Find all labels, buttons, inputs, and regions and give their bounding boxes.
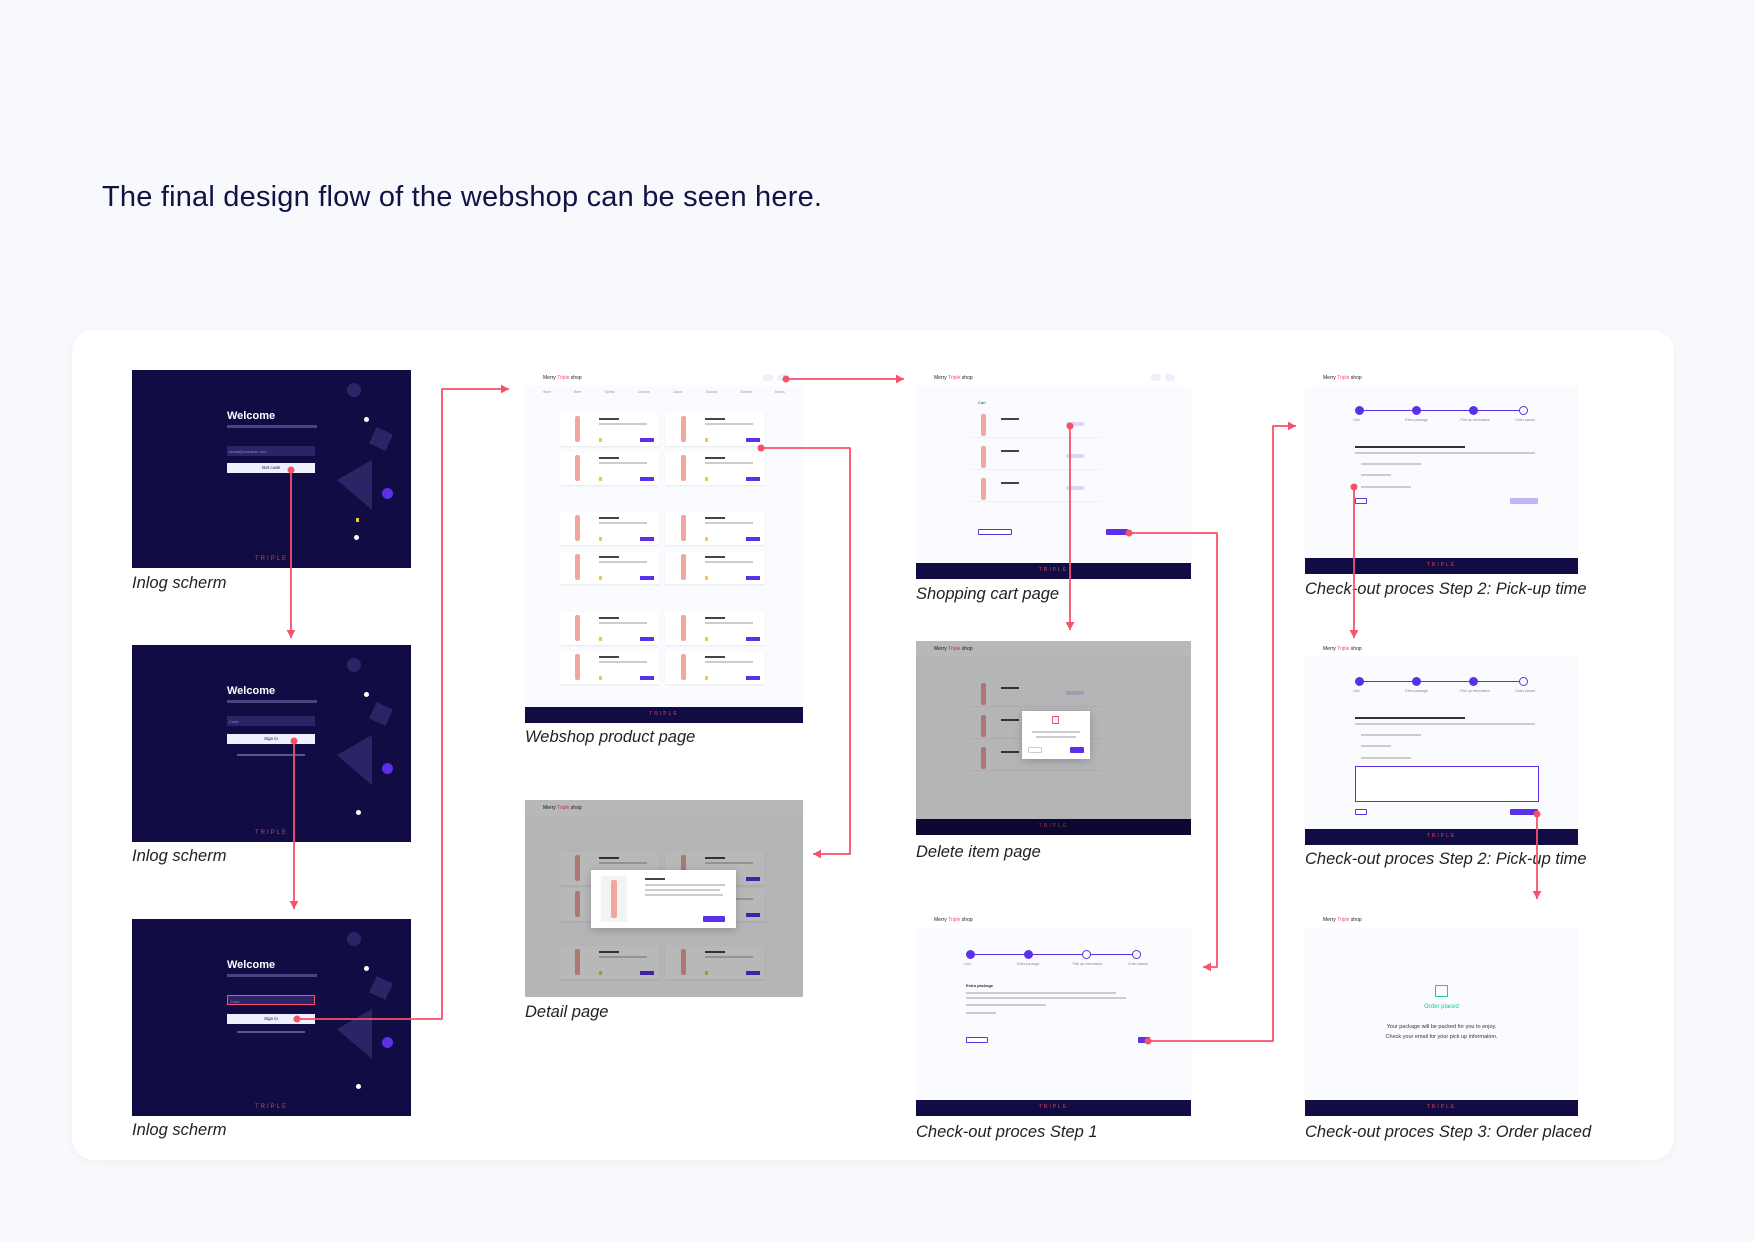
caption-step2b: Check-out proces Step 2: Pick-up time bbox=[1305, 850, 1587, 868]
sign-in-button[interactable]: Sign in bbox=[227, 1014, 315, 1024]
caption-login-2: Inlog scherm bbox=[132, 847, 227, 865]
product-card[interactable] bbox=[665, 413, 765, 446]
note-textarea[interactable] bbox=[1355, 766, 1539, 802]
caption-delete: Delete item page bbox=[916, 843, 1041, 861]
welcome-heading: Welcome bbox=[227, 685, 276, 697]
caption-login-3: Inlog scherm bbox=[132, 1121, 227, 1139]
product-card[interactable] bbox=[665, 612, 765, 645]
code-field[interactable]: Code bbox=[227, 716, 315, 726]
code-field[interactable]: Code bbox=[227, 995, 315, 1005]
footer-logo: TRIPLE bbox=[254, 1104, 289, 1110]
delete-confirm-modal bbox=[1022, 711, 1090, 759]
product-card[interactable] bbox=[559, 946, 659, 979]
page-heading: The final design flow of the webshop can… bbox=[102, 181, 823, 213]
welcome-heading: Welcome bbox=[227, 410, 276, 422]
order-placed-screen: Merry Triple shop Order placed Your pack… bbox=[1305, 912, 1578, 1116]
login-screen-3: Welcome Code Sign in TRIPLE bbox=[132, 919, 411, 1116]
sign-in-button[interactable]: Sign in bbox=[227, 734, 315, 744]
caption-login-1: Inlog scherm bbox=[132, 574, 227, 592]
footer-logo: TRIPLE bbox=[254, 556, 289, 562]
get-code-button[interactable]: Get code bbox=[227, 463, 315, 473]
login-screen-2: Welcome Code Sign in TRIPLE bbox=[132, 645, 411, 842]
caption-product: Webshop product page bbox=[525, 728, 696, 746]
product-card[interactable] bbox=[559, 651, 659, 684]
product-card[interactable] bbox=[559, 512, 659, 545]
login-screen-1: Welcome email@example.com Get code TRIPL… bbox=[132, 370, 411, 568]
caption-detail: Detail page bbox=[525, 1003, 609, 1021]
product-card[interactable] bbox=[559, 551, 659, 584]
detail-modal bbox=[591, 870, 736, 928]
product-card[interactable] bbox=[665, 946, 765, 979]
caption-cart: Shopping cart page bbox=[916, 585, 1060, 603]
cart-page-screen: Merry Triple shop Cart TRIPLE bbox=[916, 370, 1191, 579]
caption-step1: Check-out proces Step 1 bbox=[916, 1123, 1098, 1141]
detail-page-screen: Merry Triple shop bbox=[525, 800, 803, 997]
email-field[interactable]: email@example.com bbox=[227, 446, 315, 456]
product-card[interactable] bbox=[559, 452, 659, 485]
welcome-heading: Welcome bbox=[227, 959, 276, 971]
gift-icon bbox=[1435, 985, 1448, 997]
product-card[interactable] bbox=[559, 413, 659, 446]
product-card[interactable] bbox=[559, 612, 659, 645]
product-card[interactable] bbox=[665, 512, 765, 545]
product-card[interactable] bbox=[665, 651, 765, 684]
footer-logo: TRIPLE bbox=[254, 830, 289, 836]
caption-step3: Check-out proces Step 3: Order placed bbox=[1305, 1123, 1592, 1141]
product-card[interactable] bbox=[665, 452, 765, 485]
trash-icon bbox=[1052, 716, 1059, 724]
caption-step2a: Check-out proces Step 2: Pick-up time bbox=[1305, 580, 1587, 598]
product-card[interactable] bbox=[665, 551, 765, 584]
delete-item-screen: Merry Triple shop TRIPLE bbox=[916, 641, 1191, 835]
